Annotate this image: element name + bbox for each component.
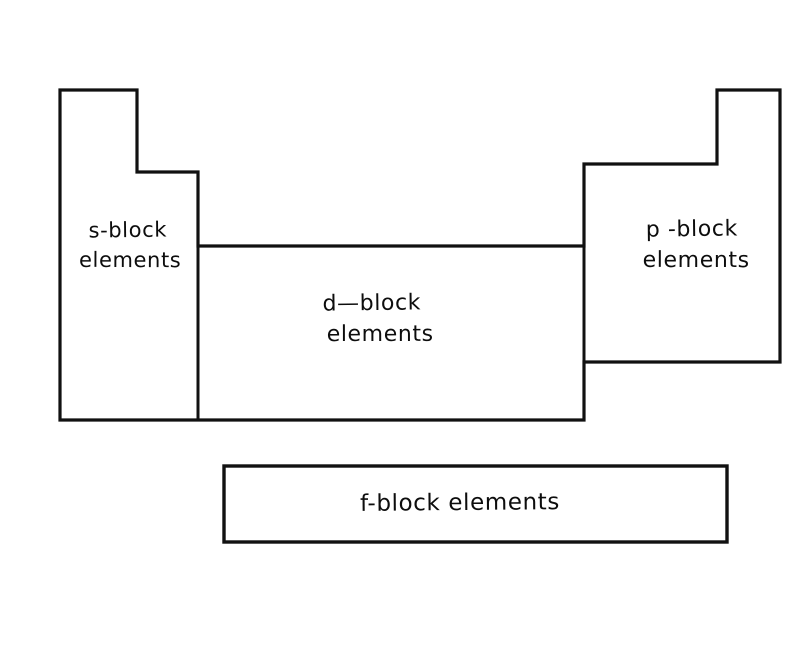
d-block-label-line2: elements — [326, 322, 434, 348]
p-block-label-line1: p -block — [645, 216, 738, 243]
f-block-box — [222, 464, 729, 544]
d-block-label: d—block elements — [282, 287, 463, 352]
p-block-label: p -block elements — [612, 213, 773, 277]
p-block-label-line2: elements — [642, 248, 750, 274]
f-block-label-line1: f-block elements — [359, 489, 561, 517]
s-block-label: s-block elements — [58, 215, 199, 276]
s-block-label-line1: s-block — [88, 217, 168, 243]
d-block-label-line1: d—block — [322, 290, 422, 317]
f-block-label: f-block elements — [250, 485, 670, 521]
s-block-label-line2: elements — [78, 247, 182, 272]
